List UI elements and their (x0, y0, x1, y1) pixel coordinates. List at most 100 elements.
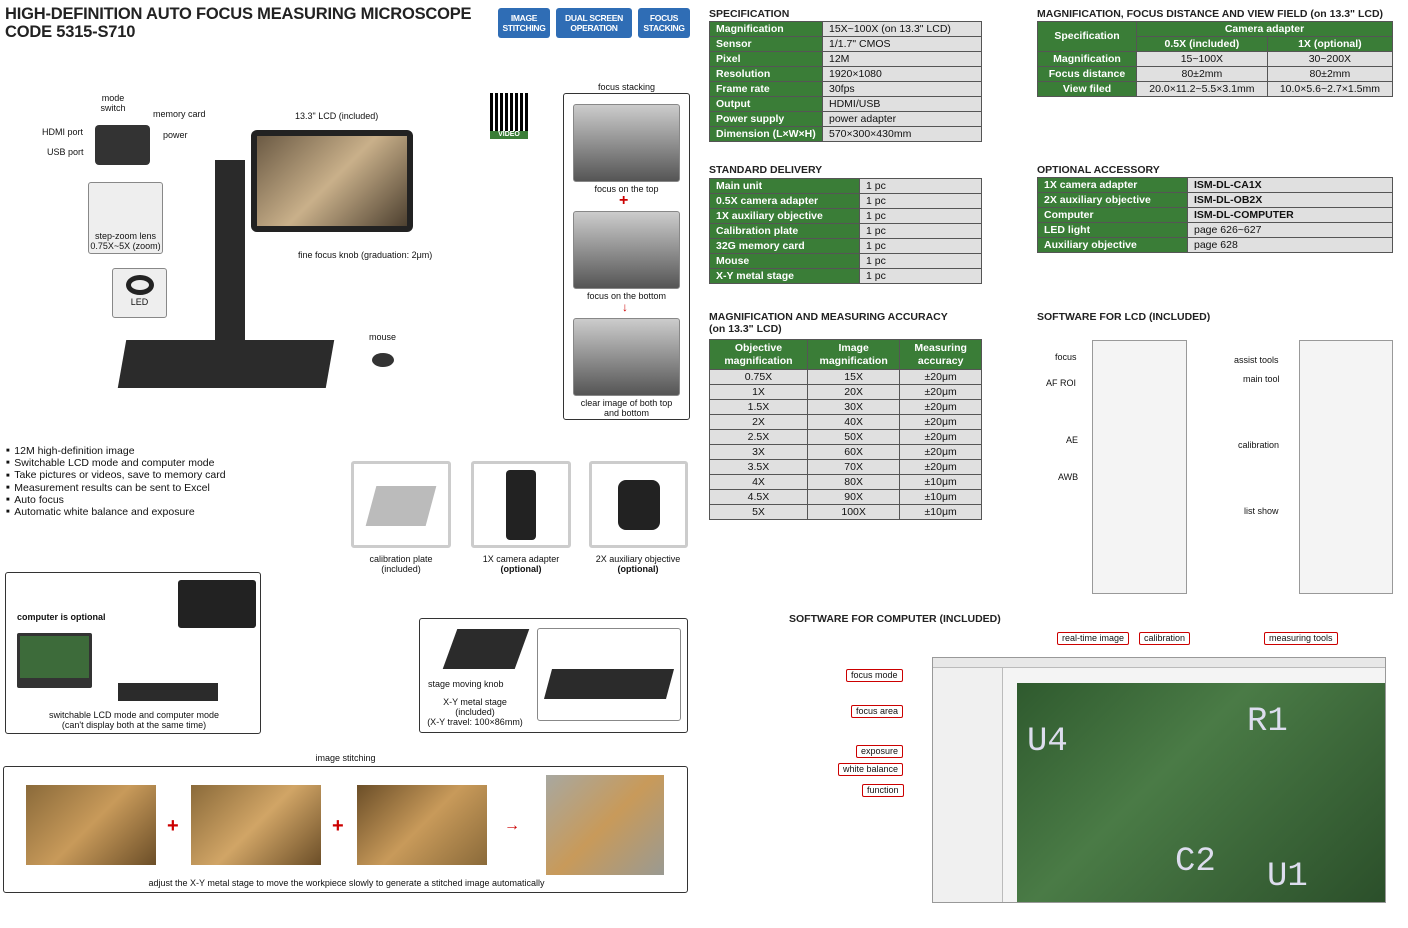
stitch-part-2-image (191, 785, 321, 865)
table-cell: ±10μm (899, 489, 982, 505)
focus-result-image (573, 318, 680, 396)
accessory-caption: 2X auxiliary objective(optional) (595, 554, 681, 574)
software-lcd-title: SOFTWARE FOR LCD (INCLUDED) (1037, 311, 1211, 323)
table-cell: Mouse (709, 253, 860, 269)
stitching-title: image stitching (315, 753, 376, 763)
table-cell: ISM-DL-OB2X (1187, 192, 1393, 208)
table-cell: 20.0×11.2~5.5×3.1mm (1136, 81, 1268, 97)
table-cell: X-Y metal stage (709, 268, 860, 284)
table-cell: Power supply (709, 111, 823, 127)
accessory-caption: 1X camera adapter(optional) (482, 554, 560, 574)
computer-caption-note: (can't display both at the same time) (61, 720, 207, 730)
table-cell: 70X (806, 459, 901, 475)
arrow-right-icon: → (504, 817, 520, 834)
table-cell: 1 pc (859, 238, 982, 254)
table-cell: ISM-DL-COMPUTER (1187, 207, 1393, 223)
microscope-illustration: mode switch memory card HDMI port power … (0, 85, 560, 395)
table-cell: 40X (806, 414, 901, 430)
tag-calibration: calibration (1139, 632, 1191, 645)
table-cell: ±20μm (899, 459, 982, 475)
table-cell: 10.0×5.6~2.7×1.5mm (1266, 81, 1394, 97)
table-cell: page 628 (1187, 237, 1393, 253)
table-cell: 1 pc (859, 223, 982, 239)
label-stage: X-Y metal stage(included)(X-Y travel: 10… (427, 697, 523, 727)
table-cell: Resolution (709, 66, 823, 82)
caption-focus-top: focus on the top (594, 184, 659, 194)
microscope-base (118, 683, 218, 701)
table-cell: 20X (806, 384, 901, 400)
caption-focus-result: clear image of both top and bottom (580, 398, 673, 418)
header-cell: 1X (optional) (1266, 36, 1394, 52)
tag-focus-mode: focus mode (846, 669, 903, 682)
stage-on-base-image (537, 628, 681, 721)
focus-stacking-panel: focus on the top + focus on the bottom ↓… (563, 93, 690, 420)
feature-item: Take pictures or videos, save to memory … (6, 469, 225, 481)
mouse-image (372, 353, 394, 367)
table-cell: ±20μm (899, 444, 982, 460)
label-assist-tools: assist tools (1234, 355, 1279, 365)
table-cell: 80X (806, 474, 901, 490)
table-cell: 2X auxiliary objective (1037, 192, 1188, 208)
camera-ports-image (95, 125, 150, 165)
microscope-base (117, 340, 335, 388)
table-cell: 32G memory card (709, 238, 860, 254)
table-cell: 80±2mm (1136, 66, 1268, 82)
qr-code[interactable] (490, 93, 528, 131)
table-cell: ±20μm (899, 369, 982, 385)
label-hdmi: HDMI port (42, 127, 84, 137)
table-row: Dimension (L×W×H)570×300×430mm (709, 126, 982, 142)
table-cell: 60X (806, 444, 901, 460)
label-list-show: list show (1244, 506, 1279, 516)
table-cell: ±10μm (899, 474, 982, 490)
qr-video-label: VIDEO (490, 131, 528, 139)
table-cell: 2X (709, 414, 808, 430)
table-cell: Computer (1037, 207, 1188, 223)
laptop-image (17, 633, 92, 688)
table-cell: 1 pc (859, 193, 982, 209)
tag-measuring-tools: measuring tools (1264, 632, 1338, 645)
pcb-live-image: U4 R1 C2 U1 (1017, 683, 1385, 902)
label-af-roi: AF ROI (1046, 378, 1077, 388)
table-cell: 50X (806, 429, 901, 445)
feature-item: Switchable LCD mode and computer mode (6, 457, 226, 469)
plus-icon: + (167, 815, 179, 837)
plus-icon: + (332, 815, 344, 837)
accessory-caption: calibration plate(included) (369, 554, 433, 574)
tag-white-balance: white balance (838, 763, 904, 776)
label-usb: USB port (47, 147, 84, 157)
table-cell: Main unit (709, 178, 860, 194)
pc-settings-panel (933, 668, 1003, 902)
table-cell: ISM-DL-CA1X (1187, 177, 1393, 193)
table-cell: 1 pc (859, 178, 982, 194)
table-cell: ±10μm (899, 504, 982, 520)
table-cell: 1920×1080 (822, 66, 982, 82)
header-cell: 0.5X (included) (1136, 36, 1268, 52)
stitch-result-image (546, 775, 664, 875)
table-cell: 1.5X (709, 399, 808, 415)
focus-top-image (573, 104, 680, 182)
table-cell: 570×300×430mm (822, 126, 982, 142)
table-cell: Sensor (709, 36, 823, 52)
focus-stacking-title: focus stacking (597, 82, 656, 92)
stitch-part-1-image (26, 785, 156, 865)
plus-icon: + (619, 192, 629, 209)
table-cell: 1X camera adapter (1037, 177, 1188, 193)
header-cell: Camera adapter (1136, 21, 1393, 37)
label-power: power (163, 130, 188, 140)
